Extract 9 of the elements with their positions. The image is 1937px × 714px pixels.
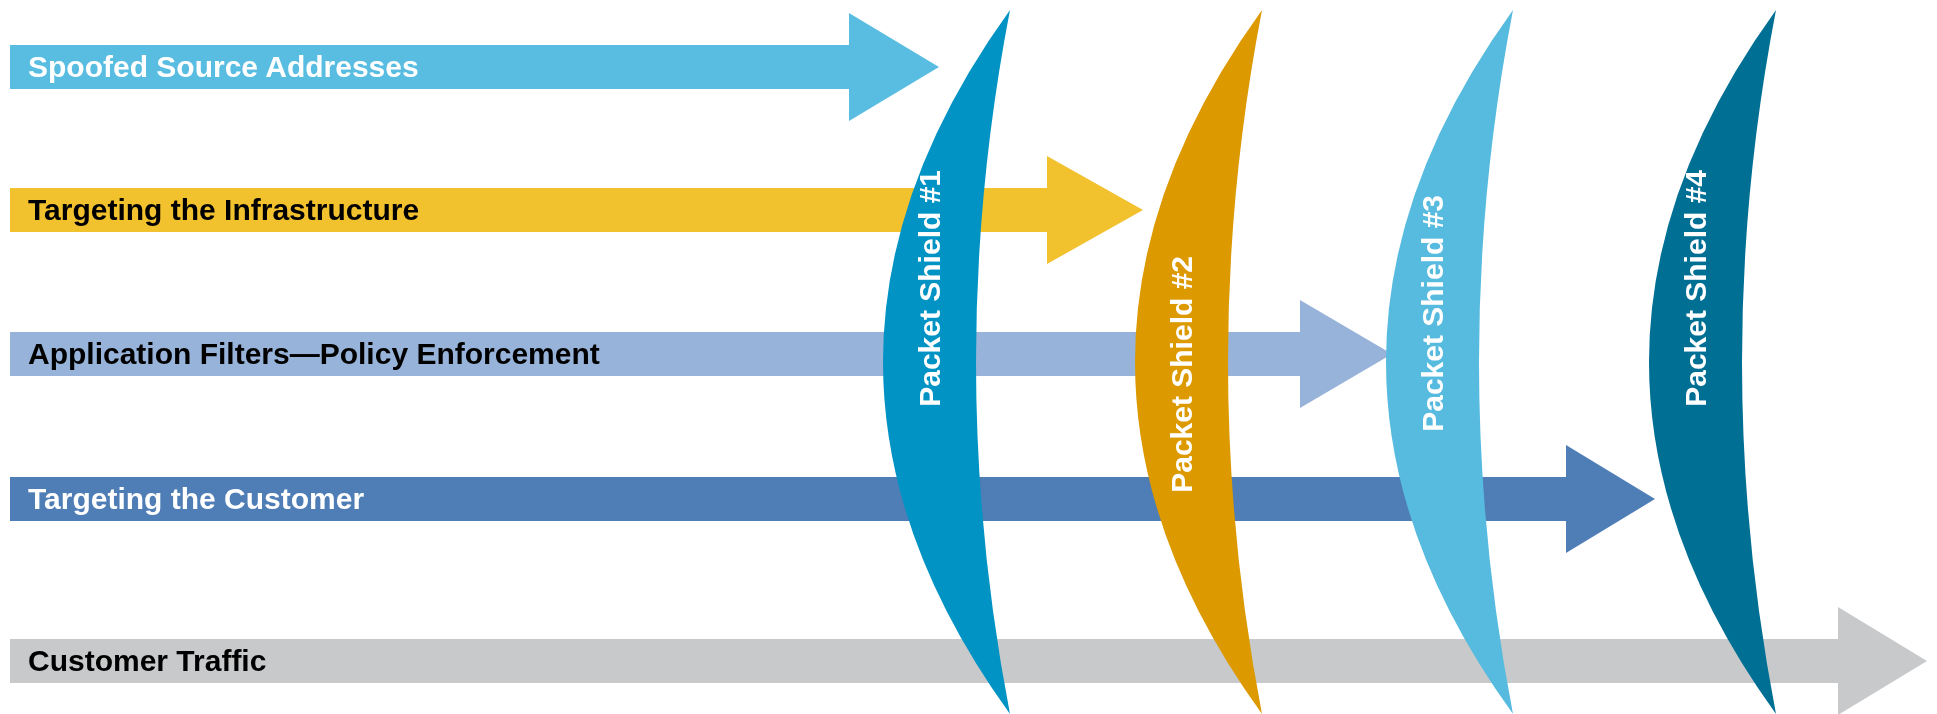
shield-label: Packet Shield #3 xyxy=(1418,195,1448,432)
shield-label: Packet Shield #2 xyxy=(1167,256,1197,493)
shield-label: Packet Shield #4 xyxy=(1681,170,1711,407)
arrow-label: Targeting the Infrastructure xyxy=(28,195,420,225)
arrow-label: Targeting the Customer xyxy=(28,484,365,514)
shield-label: Packet Shield #1 xyxy=(915,170,945,407)
arrow-label: Customer Traffic xyxy=(28,646,267,676)
arrow-label: Application Filters—Policy Enforcement xyxy=(28,339,600,369)
arrow-label: Spoofed Source Addresses xyxy=(28,52,419,82)
